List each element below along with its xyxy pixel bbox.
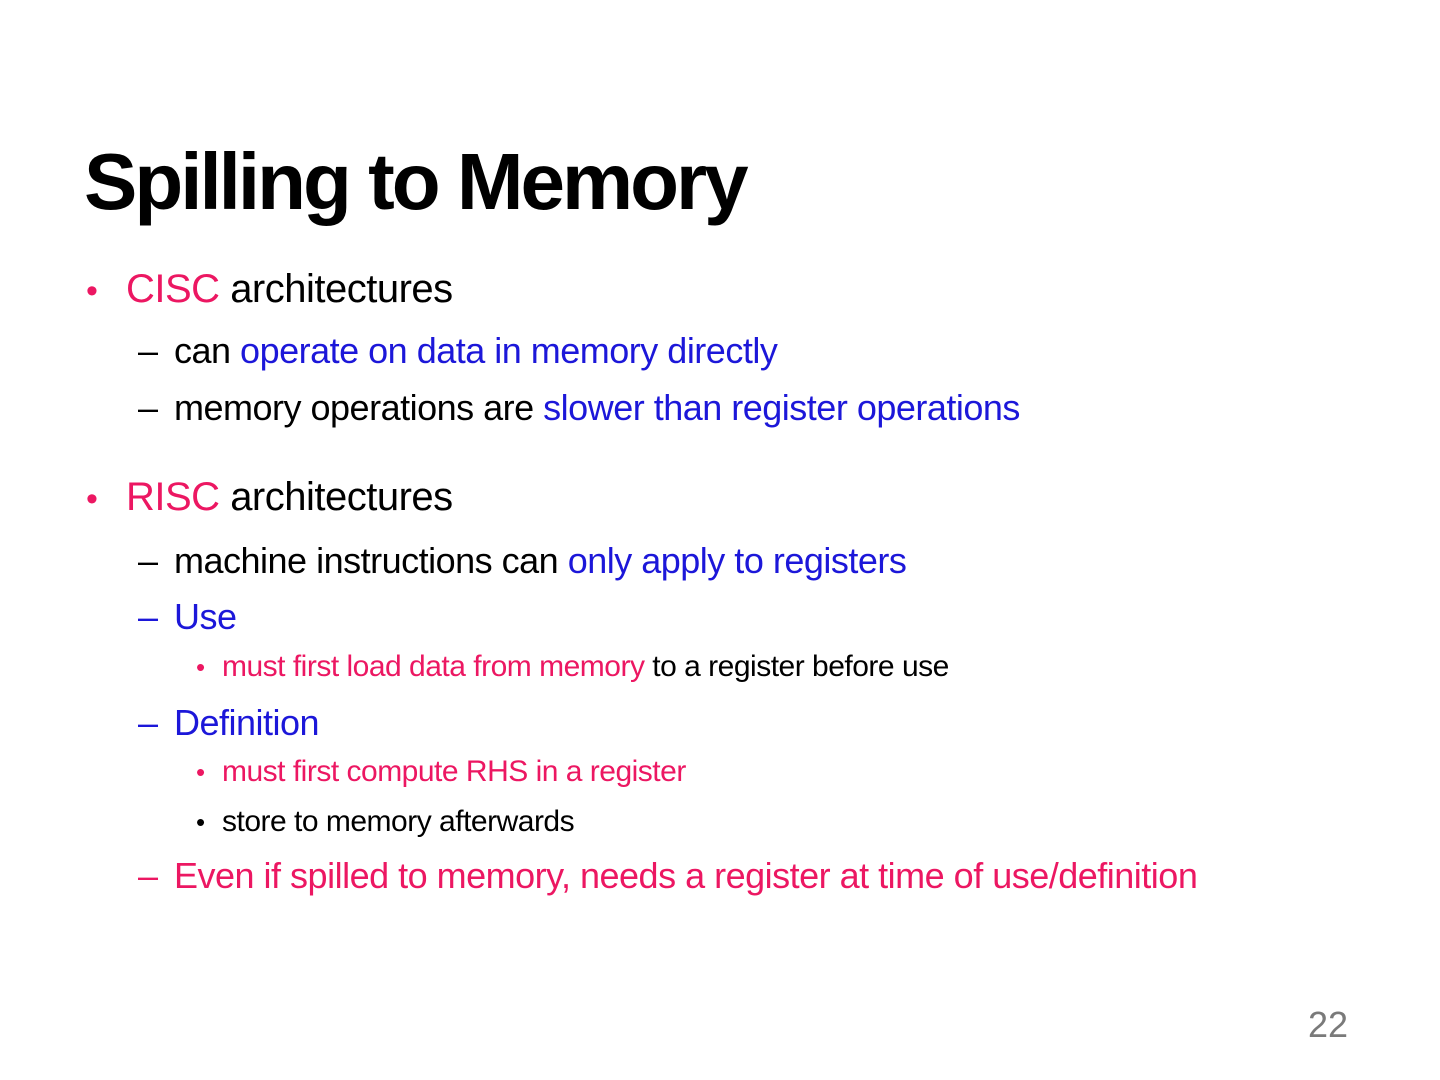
list-item-risc-registers: –machine instructions can only apply to … xyxy=(138,540,907,581)
dash-icon: – xyxy=(138,596,158,637)
list-item-text: can xyxy=(174,330,241,371)
list-item-text: architectures xyxy=(230,475,453,519)
list-item-cisc-operate: –can operate on data in memory directly xyxy=(138,330,778,371)
list-item-text: to a register before use xyxy=(652,650,949,683)
list-item-risc: • RISC architectures xyxy=(86,474,453,520)
list-item-definition: –Definition xyxy=(138,702,320,743)
list-item-cisc: • CISC architectures xyxy=(86,266,453,312)
dash-icon: – xyxy=(138,330,158,371)
list-item-text: architectures xyxy=(230,267,453,311)
dash-icon: – xyxy=(138,387,158,428)
list-item-cisc-slower: –memory operations are slower than regis… xyxy=(138,387,1020,428)
list-item-text: store to memory afterwards xyxy=(222,805,575,838)
list-item-text: RISC xyxy=(126,475,231,519)
list-item-text: must first load data from memory xyxy=(222,650,653,683)
dash-icon: – xyxy=(138,702,158,743)
list-item-text: Even if spilled to memory, needs a regis… xyxy=(174,855,1198,896)
list-item-spilled: –Even if spilled to memory, needs a regi… xyxy=(138,855,1198,896)
slide-title: Spilling to Memory xyxy=(84,136,749,226)
bullet-icon: • xyxy=(86,272,98,310)
list-item-text: memory operations are xyxy=(174,387,544,428)
list-item-text: machine instructions can xyxy=(174,540,568,581)
list-item-text: only apply to registers xyxy=(567,540,907,581)
bullet-icon: • xyxy=(196,807,205,837)
list-item-text: slower than register operations xyxy=(543,387,1020,428)
bullet-icon: • xyxy=(196,652,205,682)
list-item-text: Use xyxy=(174,596,237,637)
bullet-icon: • xyxy=(86,480,98,518)
list-item-definition-rhs: • must first compute RHS in a register xyxy=(196,755,686,790)
page-number: 22 xyxy=(1307,1004,1348,1045)
list-item-text: must first compute RHS in a register xyxy=(222,755,686,788)
list-item-use-load: • must first load data from memory to a r… xyxy=(196,650,949,685)
bullet-icon: • xyxy=(196,757,205,787)
list-item-use: –Use xyxy=(138,596,237,637)
dash-icon: – xyxy=(138,855,158,896)
list-item-text: Definition xyxy=(174,702,320,743)
list-item-definition-store: • store to memory afterwards xyxy=(196,805,575,840)
list-item-text: CISC xyxy=(126,267,231,311)
dash-icon: – xyxy=(138,540,158,581)
list-item-text: operate on data in memory directly xyxy=(240,330,778,371)
